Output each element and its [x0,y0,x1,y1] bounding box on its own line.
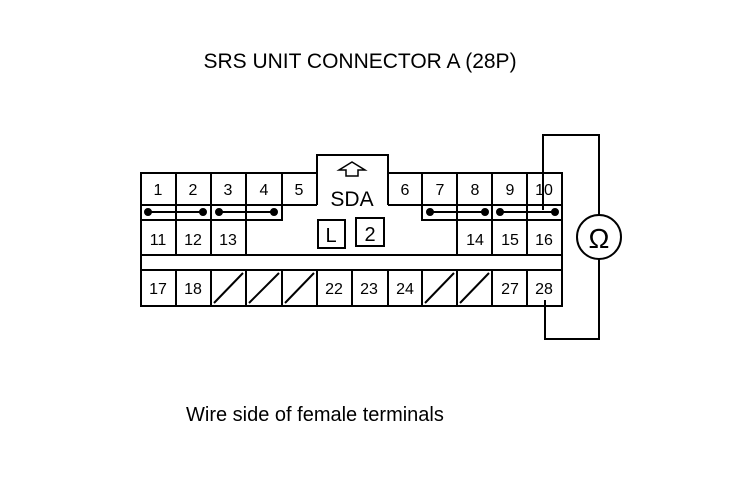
pin-label: 14 [466,232,484,249]
pin-label: 10 [535,182,553,199]
pin-label: 18 [184,281,202,298]
pin-label: 28 [535,281,553,298]
pin-label: 3 [224,182,233,199]
diagram-caption: Wire side of female terminals [186,404,444,426]
pin-label: 24 [396,281,414,298]
key-box-l [317,219,346,249]
pin-label: 5 [295,182,304,199]
pin-label: 9 [506,182,515,199]
empty-cavity-slash [284,272,315,304]
pin-label: 15 [501,232,519,249]
pin-label: 12 [184,232,202,249]
empty-cavity-slash [424,272,455,304]
connector-code-label: SDA [330,188,373,211]
up-arrow-icon [336,161,368,177]
pin-label: 16 [535,232,553,249]
pin-label: 27 [501,281,519,298]
pin-label: 13 [219,232,237,249]
pin-label: 6 [401,182,410,199]
meter-lead-bottom [544,258,600,340]
empty-cavity-slash [459,272,490,304]
diagram-title: SRS UNIT CONNECTOR A (28P) [203,50,517,73]
key-box-2 [355,217,385,247]
pin-label: 23 [360,281,378,298]
pin-label: 1 [154,182,163,199]
meter-lead-top [542,134,600,215]
empty-cavity-slash [213,272,244,304]
pin-label: 17 [149,281,167,298]
key-label-2: 2 [364,224,375,246]
pin-label: 4 [260,182,269,199]
pin-label: 2 [189,182,198,199]
ohm-symbol: Ω [589,223,610,254]
right-block-outline [421,173,458,255]
pin-label: 7 [436,182,445,199]
pin-label: 8 [471,182,480,199]
ohmmeter-icon [576,214,622,260]
pin-label: 11 [150,232,167,249]
empty-cavity-slash [248,272,280,304]
key-label-l: L [325,225,336,247]
pin-label: 22 [325,281,343,298]
